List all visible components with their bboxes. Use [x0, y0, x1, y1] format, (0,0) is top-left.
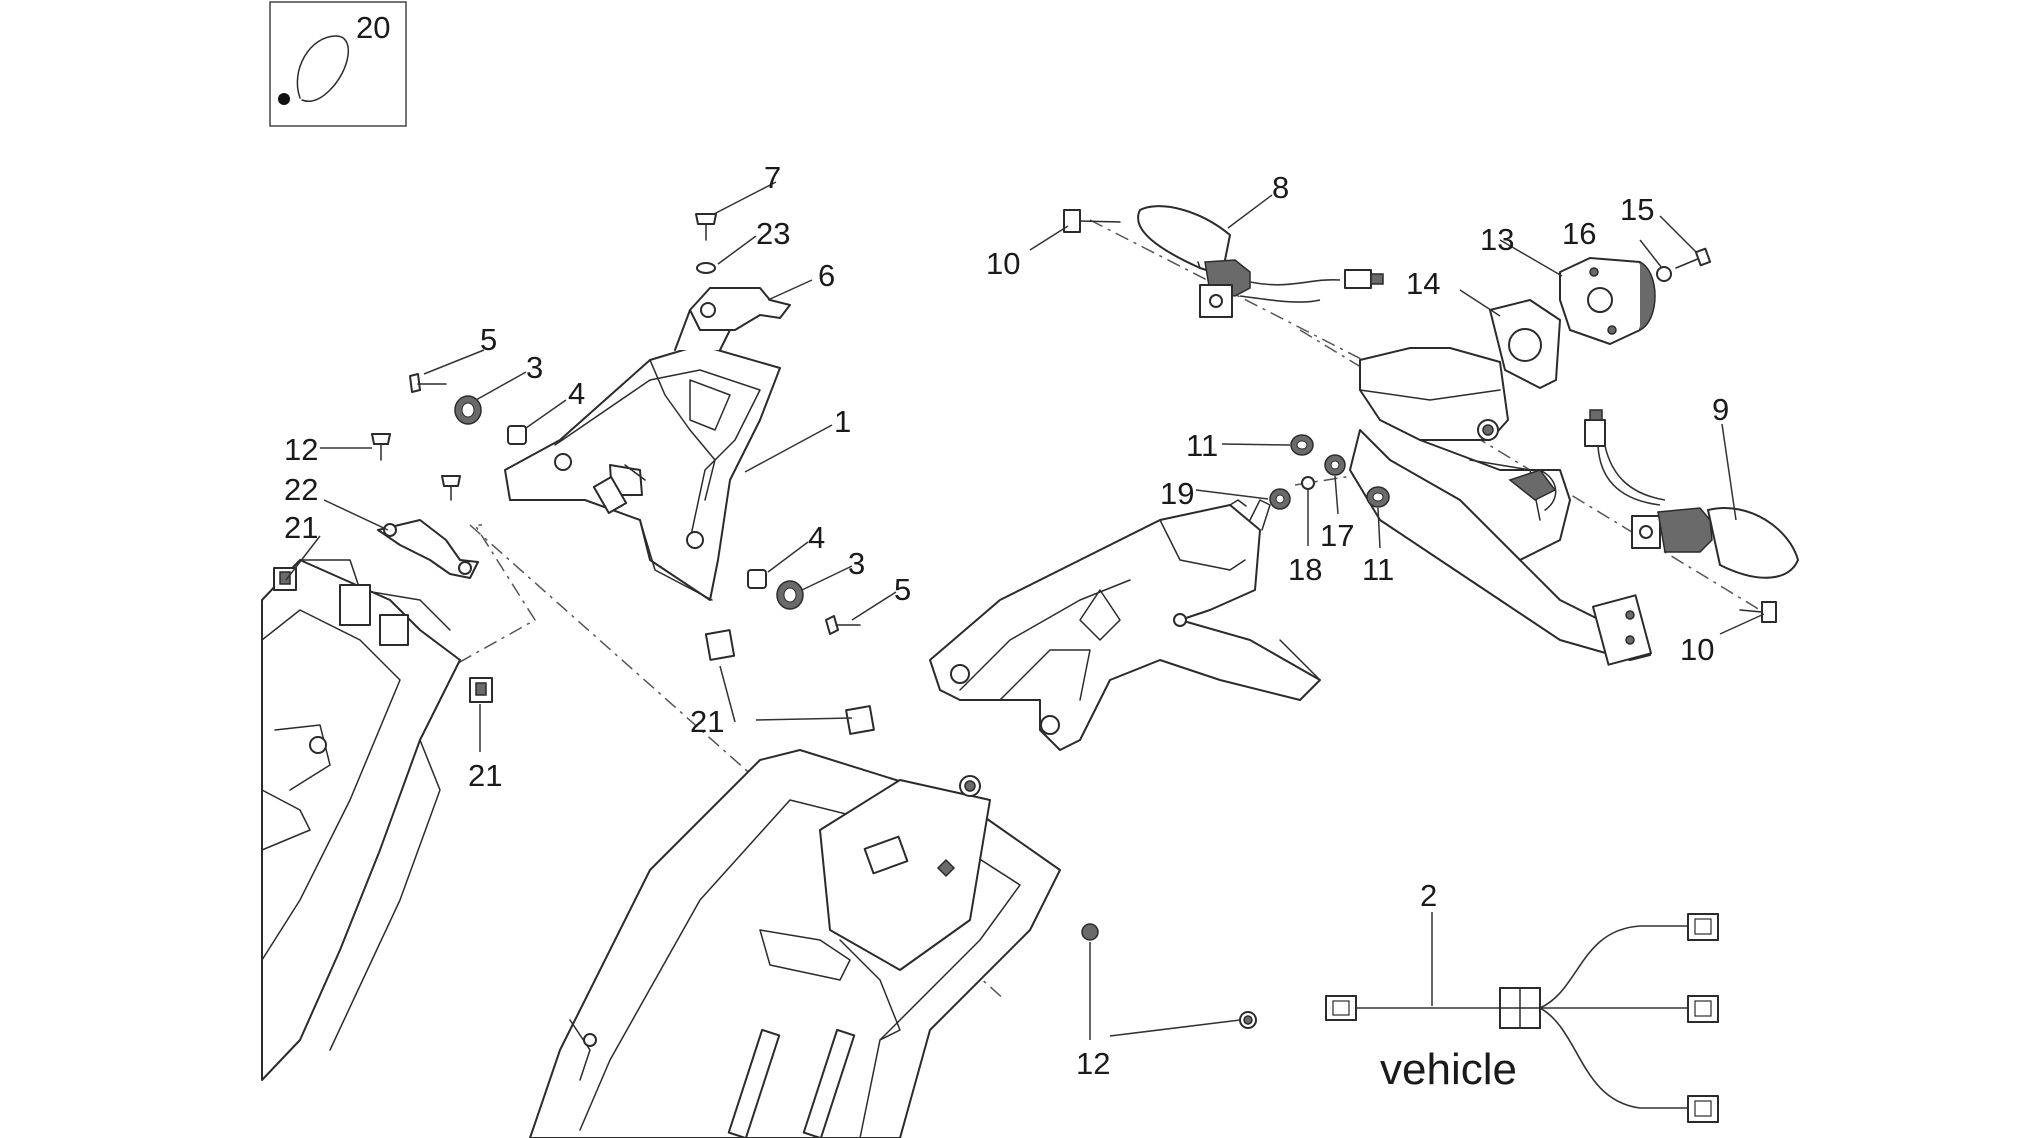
callout-15: 15: [1620, 192, 1654, 227]
legend-box: 20: [269, 1, 407, 127]
callout-9: 9: [1712, 392, 1729, 427]
screw-12-mid: [441, 475, 461, 501]
callout-19: 19: [1160, 476, 1194, 511]
legend-frame: [269, 1, 407, 127]
grommet-3-left: [454, 395, 482, 425]
plate-bracket: [1591, 594, 1653, 666]
callout-10-top: 10: [986, 246, 1020, 281]
clip-nut-21-c: [704, 629, 736, 661]
rear-undertray: [529, 749, 1061, 1138]
callout-13: 13: [1480, 222, 1514, 257]
screw-15: [1675, 247, 1712, 269]
callout-5-right: 5: [894, 572, 911, 607]
callout-21-bottom: 21: [468, 758, 502, 793]
screw-5-left: [409, 373, 447, 393]
clip-nut-21-b-core: [475, 682, 487, 696]
wiring-harness: vehicle: [1325, 913, 1719, 1123]
turn-signal-9-mount: [1631, 515, 1661, 549]
callout-23: 23: [756, 216, 790, 251]
grommet-3-right: [776, 580, 804, 610]
harness-vehicle-label: vehicle: [1380, 1045, 1517, 1094]
nut-17: [1324, 454, 1346, 476]
screw-7: [695, 213, 717, 241]
callout-18: 18: [1288, 552, 1322, 587]
screw-5-right: [825, 615, 861, 635]
hose-clamp-icon: [278, 35, 350, 105]
harness-connector-bottom: [1687, 1095, 1719, 1123]
screw-12-left: [371, 433, 391, 461]
screw-10-top: [1063, 209, 1121, 233]
legend-tool-number: 20: [356, 10, 390, 45]
callout-12-left: 12: [284, 432, 318, 467]
callout-6: 6: [818, 258, 835, 293]
turn-signal-8: [1137, 205, 1384, 318]
frame-bracket: [339, 584, 371, 626]
nut-11-upper: [1290, 434, 1314, 456]
bracket-6: [689, 287, 791, 331]
clip-nut-21-d: [845, 705, 875, 735]
gasket-plate-14: [1489, 299, 1561, 389]
clip-nut-21-a-core: [279, 571, 291, 585]
harness-connector-top: [1687, 913, 1719, 941]
connector-8: [1344, 269, 1372, 289]
callout-4-left: 4: [568, 376, 585, 411]
callout-2: 2: [1420, 878, 1437, 913]
harness-connector-vehicle: [1325, 995, 1357, 1021]
clamp-tab: [278, 93, 290, 105]
callout-21-left: 21: [284, 510, 318, 545]
callout-16: 16: [1562, 216, 1596, 251]
washer-23: [696, 262, 716, 274]
leader-lines: [285, 181, 1765, 1040]
washer-16: [1656, 266, 1672, 282]
screw-12-lower-b: [1239, 1011, 1257, 1029]
rear-frame-left: [261, 559, 461, 1081]
callout-10-bottom: 10: [1680, 632, 1714, 667]
callout-5-left: 5: [480, 322, 497, 357]
callout-12-bottom: 12: [1076, 1046, 1110, 1081]
callout-11-lower: 11: [1362, 552, 1394, 587]
nut-19: [1269, 488, 1291, 510]
license-plate-holder: [504, 299, 781, 601]
tail-light-housing: [1349, 347, 1653, 666]
callout-3-right: 3: [848, 546, 865, 581]
callout-17: 17: [1320, 518, 1354, 553]
callout-4-right: 4: [808, 520, 825, 555]
callout-7: 7: [764, 160, 781, 195]
screw-10-bottom: [1739, 601, 1777, 623]
turn-signal-9: [1584, 409, 1799, 579]
washer-18: [1301, 476, 1315, 490]
callout-3-left: 3: [526, 350, 543, 385]
lamp-cover-13: [1559, 257, 1656, 345]
frame-bracket: [379, 614, 409, 646]
callout-numbers: 7 23 6 5 3 4 1 4 3 5 12 22 21 21 21 12 8…: [284, 160, 1729, 1081]
connector-9: [1584, 419, 1606, 447]
nut-11-lower: [1366, 486, 1390, 508]
screw-12-lower-a: [1081, 923, 1099, 941]
callout-8: 8: [1272, 170, 1289, 205]
spacer-4-left: [507, 425, 527, 445]
harness-connector-middle: [1687, 995, 1719, 1023]
callout-11-upper: 11: [1186, 428, 1218, 463]
callout-1: 1: [834, 404, 851, 439]
rear-fender-bracket: [929, 499, 1321, 751]
callout-14: 14: [1406, 266, 1440, 301]
callout-21-center: 21: [690, 704, 724, 739]
spacer-4-right: [747, 569, 767, 589]
bracket-22: [377, 519, 479, 579]
callout-22: 22: [284, 472, 318, 507]
undertray-plate: [819, 779, 991, 971]
